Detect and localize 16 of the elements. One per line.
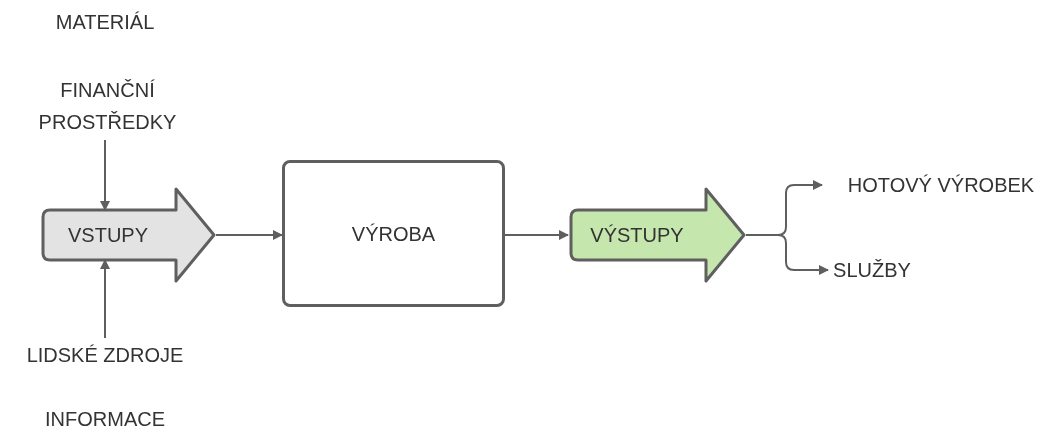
arrow [215, 230, 283, 240]
process-box [282, 160, 505, 307]
arrow [504, 230, 569, 240]
node-text: SLUŽBY [832, 255, 912, 285]
node-text: FINANČNÍ PROSTŘEDKY [35, 74, 180, 138]
node-label: VÝSTUPY [590, 223, 684, 248]
block-arrow [40, 186, 216, 284]
node-text: HOTOVÝ VÝROBEK [826, 170, 1056, 200]
arrow [100, 139, 110, 211]
arrow [745, 234, 829, 275]
text-label: INFORMACE [44, 407, 166, 432]
node-label: VSTUPY [68, 223, 148, 248]
node-text: LIDSKÉ ZDROJE [5, 340, 205, 370]
node-label: VÝROBA [351, 221, 436, 247]
block-arrow [568, 186, 746, 284]
text-label: MATERIÁL [54, 10, 156, 35]
